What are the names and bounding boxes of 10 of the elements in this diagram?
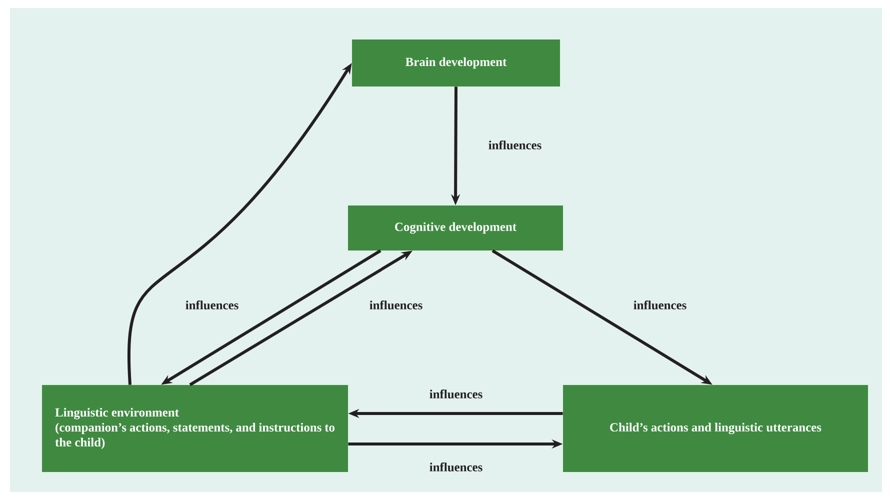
edge-label: influences: [632, 299, 688, 311]
process-box: Child’s actions and linguistic utterances: [563, 384, 868, 472]
edge-label: influences: [486, 139, 544, 151]
edge-label: influences: [428, 461, 484, 473]
edge-label: influences: [428, 388, 484, 400]
process-box: Linguistic environment (companion’s actions, statements, and instructions to the child): [42, 384, 348, 472]
process-box: Brain development: [352, 40, 560, 86]
edge-label: influences: [368, 299, 424, 311]
edge-label: influences: [184, 299, 240, 311]
process-box: Cognitive development: [348, 205, 563, 250]
